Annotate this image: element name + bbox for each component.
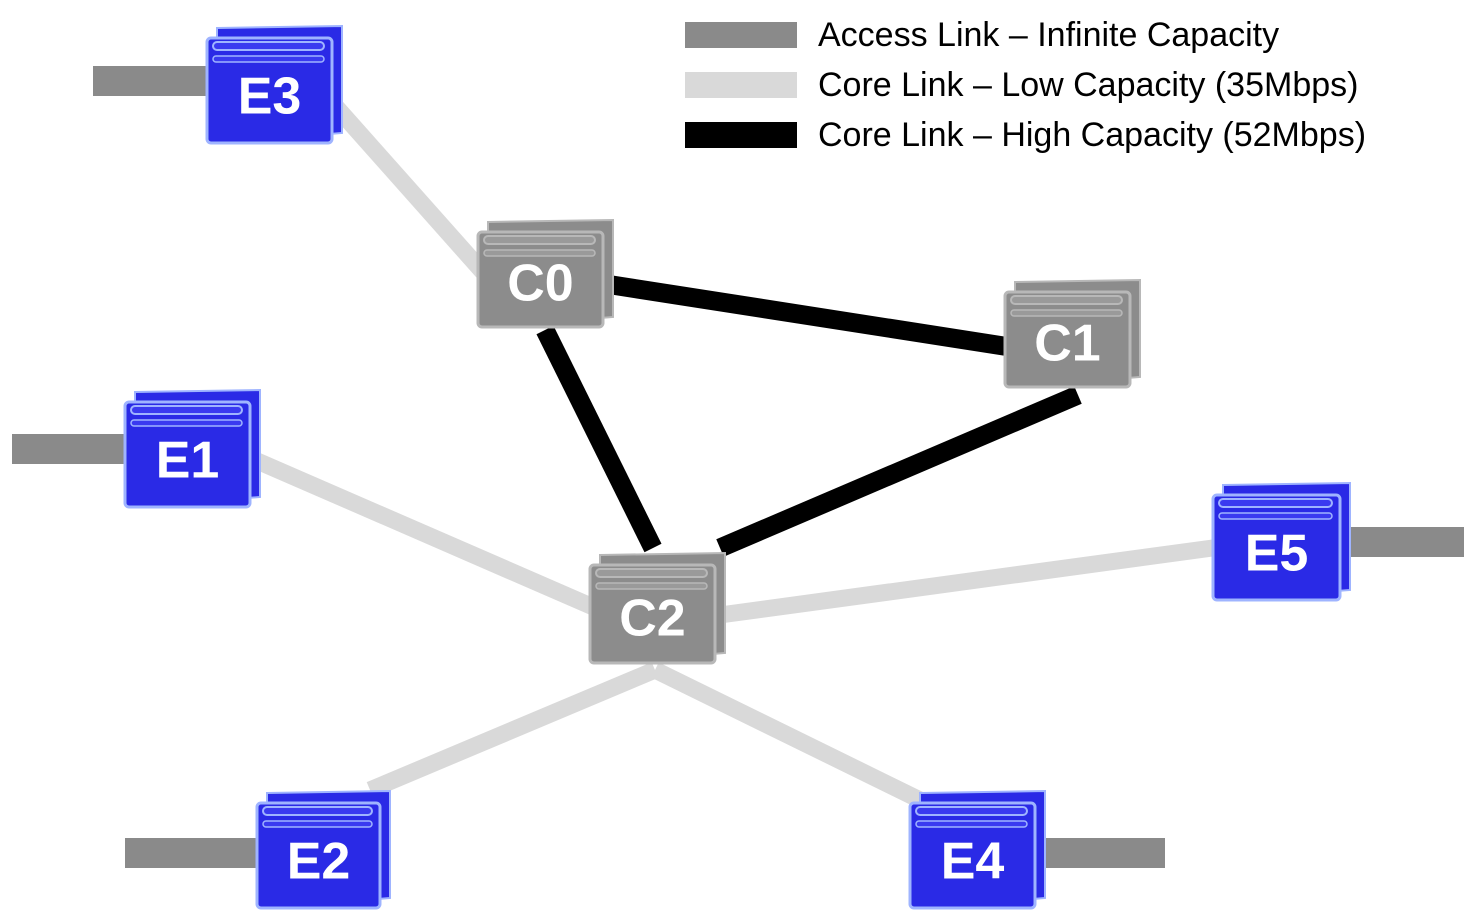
router-top-stripe [212, 55, 325, 63]
router-label-c2: C2 [619, 590, 685, 648]
edge-router-e5: E5 [1211, 481, 1351, 602]
core-router-c0: C0 [476, 218, 614, 329]
high-capacity-swatch [685, 122, 797, 148]
router-label-c1: C1 [1034, 314, 1100, 372]
router-top-stripe [483, 235, 596, 245]
router-top-stripe [130, 405, 243, 415]
router-front-face [908, 801, 1037, 910]
router-top-stripe [212, 41, 325, 51]
router-label-c0: C0 [507, 254, 573, 312]
router-label-e3: E3 [238, 68, 302, 126]
router-top-stripe [1010, 309, 1123, 317]
low-capacity-link-e2-c2 [366, 662, 659, 798]
legend-label-low-capacity: Core Link – Low Capacity (35Mbps) [818, 66, 1359, 104]
router-top-stripe [262, 806, 373, 816]
router-top-stripe [130, 419, 243, 427]
router-top-stripe [1218, 512, 1333, 520]
legend-label-high-capacity: Core Link – High Capacity (52Mbps) [818, 116, 1367, 154]
router-label-e2: E2 [287, 833, 351, 891]
router-front-face [1211, 493, 1342, 602]
access-links [12, 66, 1464, 868]
router-top-stripe [595, 582, 708, 590]
high-capacity-link-c1-c2 [716, 386, 1082, 557]
low-capacity-link-e3-c0 [323, 94, 497, 286]
edge-router-e1: E1 [123, 388, 261, 509]
high-capacity-link-c0-c2 [536, 325, 662, 553]
router-front-face [123, 400, 252, 509]
edge-router-e3: E3 [205, 24, 343, 145]
low-capacity-link-e5-c2 [718, 538, 1222, 624]
low-capacity-link-e4-c2 [651, 662, 924, 808]
legend-label-access: Access Link – Infinite Capacity [818, 16, 1280, 54]
edge-router-e2: E2 [255, 789, 391, 910]
router-label-e5: E5 [1245, 525, 1309, 583]
router-label-e1: E1 [156, 432, 220, 490]
router-front-face [255, 801, 382, 910]
core-router-c1: C1 [1003, 278, 1141, 389]
access-link-swatch [685, 22, 797, 48]
high-capacity-link-c0-c1 [610, 275, 1012, 357]
router-top-stripe [1010, 295, 1123, 305]
edge-router-e4: E4 [908, 789, 1046, 910]
router-top-stripe [915, 806, 1028, 816]
router-label-e4: E4 [941, 833, 1005, 891]
router-top-stripe [262, 820, 373, 828]
router-top-stripe [483, 249, 596, 257]
low-capacity-swatch [685, 72, 797, 98]
router-front-face [205, 36, 334, 145]
core-router-c2: C2 [588, 551, 726, 665]
router-top-stripe [915, 820, 1028, 828]
router-top-stripe [595, 568, 708, 578]
low-capacity-link-e1-c2 [251, 452, 604, 618]
router-top-stripe [1218, 498, 1333, 508]
core-links [251, 94, 1222, 808]
